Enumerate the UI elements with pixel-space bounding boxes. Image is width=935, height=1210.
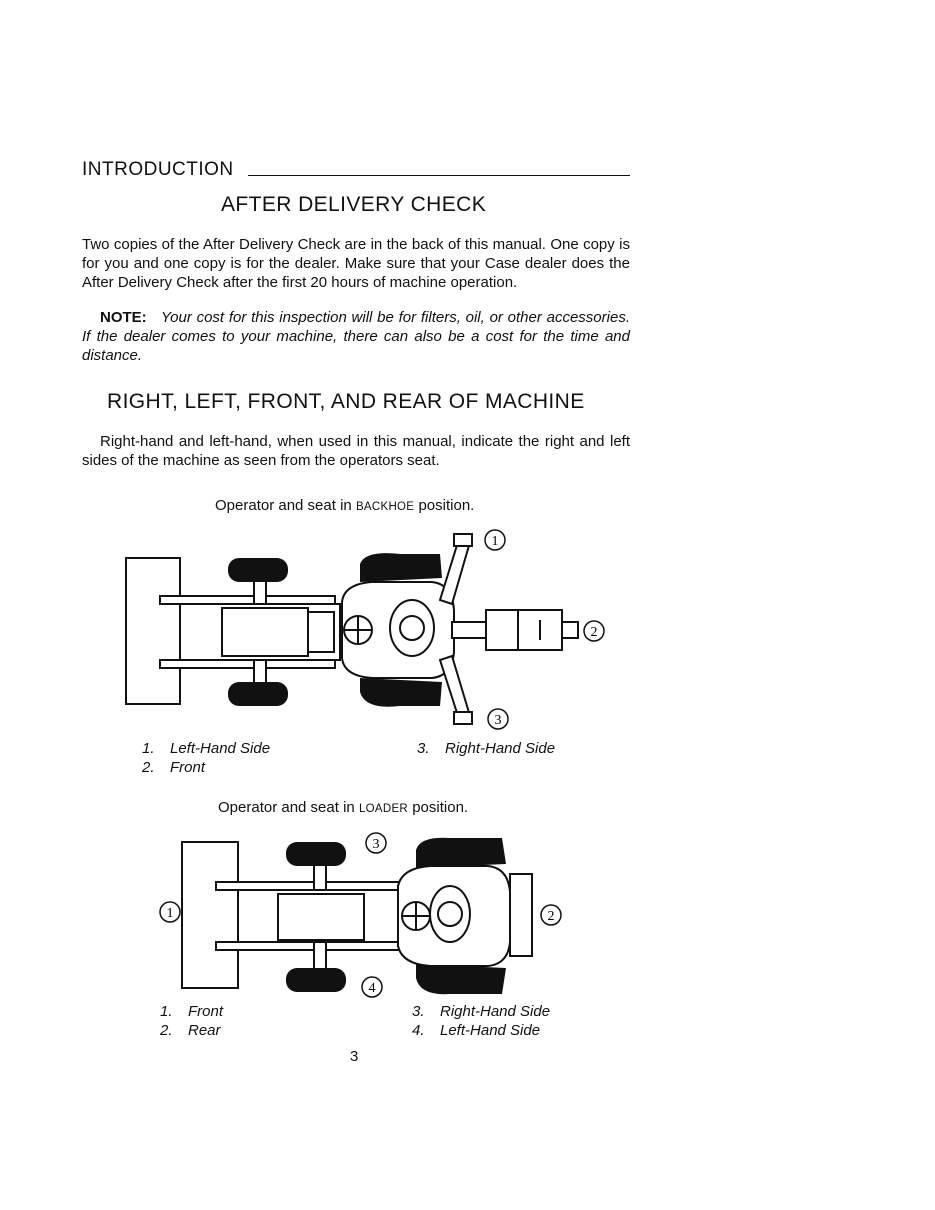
rear-left-tire xyxy=(416,837,506,868)
loader-bucket xyxy=(125,557,181,705)
front-left-tire xyxy=(228,558,288,582)
header-rule xyxy=(247,175,630,176)
backhoe-callout-3: 3 xyxy=(495,713,502,728)
loader-arm-upper xyxy=(215,881,403,891)
backhoe-position-diagram: 1 2 3 xyxy=(125,529,605,730)
orientation-title: RIGHT, LEFT, FRONT, AND REAR OF MACHINE xyxy=(107,390,585,413)
loader-caption: Operator and seat in LOADER position. xyxy=(218,799,468,816)
backhoe-caption-suffix: position. xyxy=(418,497,475,514)
rear-right-tire xyxy=(416,964,506,995)
rear-counterweight xyxy=(509,873,533,957)
rear-left-tire xyxy=(360,553,442,582)
stabilizer-left xyxy=(438,541,472,606)
section-label: INTRODUCTION xyxy=(82,159,234,180)
loader-callout-circle-4 xyxy=(361,976,383,998)
section-header: INTRODUCTION xyxy=(82,157,630,181)
note-paragraph: NOTE: Your cost for this inspection will… xyxy=(82,308,630,365)
stabilizer-right xyxy=(438,654,472,717)
backhoe-caption-prefix: Operator and seat in xyxy=(215,497,352,514)
front-right-tire xyxy=(286,968,346,992)
rear-right-tire xyxy=(360,678,442,707)
loader-callout-circle-3 xyxy=(365,832,387,854)
loader-caption-mode: LOADER xyxy=(358,803,409,815)
note-label: NOTE: xyxy=(100,309,147,326)
backhoe-legend-item-1: 1.Left-Hand Side xyxy=(142,740,271,757)
loader-caption-prefix: Operator and seat in xyxy=(218,799,355,816)
backhoe-swing-frame xyxy=(485,609,563,651)
loader-callout-1: 1 xyxy=(167,906,174,921)
loader-callout-circle-2 xyxy=(540,904,562,926)
loader-callout-4: 4 xyxy=(369,981,376,996)
engine-hood xyxy=(221,607,309,657)
loader-callout-2: 2 xyxy=(548,909,555,924)
loader-legend-item-4: 4.Left-Hand Side xyxy=(412,1022,541,1039)
loader-arm-lower xyxy=(215,941,403,951)
after-delivery-body: Two copies of the After Delivery Check a… xyxy=(82,236,630,291)
loader-arm-upper xyxy=(159,595,336,605)
loader-legend-item-2: 2.Rear xyxy=(160,1022,221,1039)
backhoe-callout-circle-3 xyxy=(487,708,509,730)
backhoe-caption: Operator and seat in BACKHOE position. xyxy=(215,497,474,514)
orientation-body: Right-hand and left-hand, when used in t… xyxy=(82,433,630,469)
after-delivery-title: AFTER DELIVERY CHECK xyxy=(221,193,487,216)
loader-position-diagram: 1 2 3 4 xyxy=(159,832,562,998)
front-right-tire xyxy=(228,682,288,706)
loader-caption-suffix: position. xyxy=(412,799,469,816)
backhoe-callout-circle-1 xyxy=(484,529,506,551)
engine-hood xyxy=(277,893,365,941)
backhoe-callout-circle-2 xyxy=(583,620,605,642)
loader-bucket xyxy=(181,841,239,989)
loader-arm-lower xyxy=(159,659,336,669)
backhoe-callout-1: 1 xyxy=(492,534,499,549)
loader-callout-3: 3 xyxy=(373,837,380,852)
backhoe-caption-mode: BACKHOE xyxy=(355,501,415,513)
backhoe-legend-item-2: 2.Front xyxy=(142,759,206,776)
backhoe-callout-2: 2 xyxy=(591,625,598,640)
note-text: Your cost for this inspection will be fo… xyxy=(82,309,630,364)
loader-legend-item-1: 1.Front xyxy=(160,1003,224,1020)
front-left-tire xyxy=(286,842,346,866)
loader-callout-circle-1 xyxy=(159,901,181,923)
backhoe-legend-item-3: 3.Right-Hand Side xyxy=(417,740,556,757)
loader-legend-item-3: 3.Right-Hand Side xyxy=(412,1003,551,1020)
page-number: 3 xyxy=(350,1048,359,1065)
